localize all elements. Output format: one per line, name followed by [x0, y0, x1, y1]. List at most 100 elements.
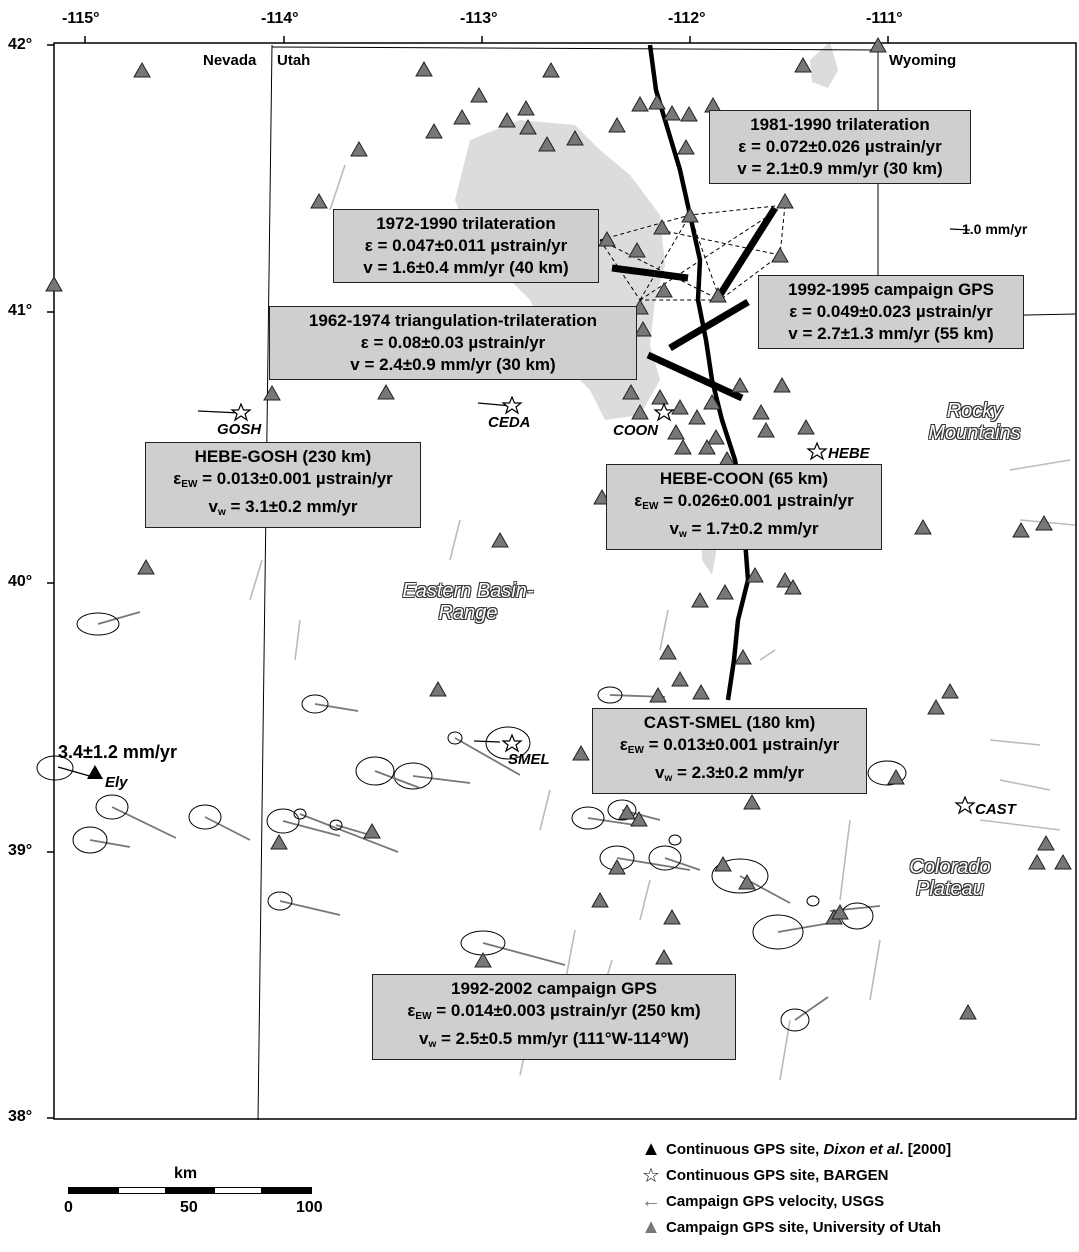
box-1981-1990-trilateration: 1981-1990 trilateration ε = 0.072±0.026 …: [709, 110, 971, 184]
site-label-cast: CAST: [975, 801, 1016, 818]
box-strain: ε = 0.072±0.026 µstrain/yr: [738, 137, 942, 156]
star-icon: ☆: [642, 1164, 660, 1187]
map-frame: [53, 42, 1077, 1120]
arrow-left-icon: ←: [641, 1189, 661, 1212]
box-1992-2002-campaign-gps: 1992-2002 campaign GPS εEW = 0.014±0.003…: [372, 974, 736, 1060]
box-velocity: v = 1.6±0.4 mm/yr (40 km): [363, 258, 569, 277]
box-strain: ε = 0.08±0.03 µstrain/yr: [360, 333, 546, 352]
lon-tick-111: -111°: [866, 10, 903, 27]
velocity-subscript: w: [664, 773, 673, 784]
box-velocity: v = 2.4±0.9 mm/yr (30 km): [350, 355, 556, 374]
velocity-value: = 3.1±0.2 mm/yr: [225, 497, 358, 516]
velocity-value: = 1.7±0.2 mm/yr: [686, 519, 819, 538]
strain-subscript: EW: [415, 1011, 432, 1022]
strain-value: = 0.013±0.001 µstrain/yr: [197, 469, 393, 488]
box-velocity: vw = 3.1±0.2 mm/yr: [152, 496, 414, 524]
velocity-subscript: w: [217, 507, 226, 518]
strain-value: = 0.014±0.003 µstrain/yr (250 km): [431, 1001, 701, 1020]
box-strain: εEW = 0.013±0.001 µstrain/yr: [152, 468, 414, 496]
box-velocity: v = 2.1±0.9 mm/yr (30 km): [737, 159, 943, 178]
reference-velocity-label: 1.0 mm/yr: [962, 221, 1028, 237]
box-hebe-gosh: HEBE-GOSH (230 km) εEW = 0.013±0.001 µst…: [145, 442, 421, 528]
lon-tick-114: -114°: [261, 10, 299, 27]
velocity-symbol: v: [669, 519, 679, 538]
box-velocity: vw = 1.7±0.2 mm/yr: [613, 518, 875, 546]
strain-symbol: ε: [634, 491, 643, 510]
bear-lake: [810, 42, 838, 88]
box-title: HEBE-COON (65 km): [659, 469, 829, 488]
strain-value: = 0.013±0.001 µstrain/yr: [643, 735, 840, 754]
scale-segment: [214, 1187, 262, 1194]
strain-value: = 0.026±0.001 µstrain/yr: [658, 491, 854, 510]
strain-arrows: [611, 206, 778, 402]
site-label-smel: SMEL: [508, 751, 550, 768]
bargen-stars: [230, 395, 976, 815]
box-1972-1990-trilateration: 1972-1990 trilateration ε = 0.047±0.011 …: [333, 209, 599, 283]
legend-row-usgs: ← Campaign GPS velocity, USGS: [636, 1188, 951, 1214]
box-velocity: v = 2.7±1.3 mm/yr (55 km): [788, 324, 994, 343]
box-1992-1995-campaign-gps: 1992-1995 campaign GPS ε = 0.049±0.023 µ…: [758, 275, 1024, 349]
wasatch-fault: [647, 44, 751, 701]
box-strain: ε = 0.049±0.023 µstrain/yr: [789, 302, 993, 321]
scale-segment: [118, 1187, 166, 1194]
box-title: HEBE-GOSH (230 km): [194, 447, 372, 466]
box-cast-smel: CAST-SMEL (180 km) εEW = 0.013±0.001 µst…: [592, 708, 867, 794]
lat-tick-41: 41°: [8, 302, 33, 319]
strain-symbol: ε: [173, 469, 182, 488]
faults: [249, 164, 1076, 1081]
box-hebe-coon: HEBE-COON (65 km) εEW = 0.026±0.001 µstr…: [606, 464, 882, 550]
tick-marks: [47, 36, 889, 1119]
state-nevada: Nevada: [203, 52, 257, 69]
box-title: 1962-1974 triangulation-trilateration: [308, 311, 598, 330]
velocity-symbol: v: [419, 1029, 429, 1048]
site-label-coon: COON: [613, 422, 658, 439]
lon-tick-113: -113°: [460, 10, 498, 27]
box-title: 1992-2002 campaign GPS: [450, 979, 657, 998]
dixon-site-ely: [87, 765, 103, 779]
box-velocity: vw = 2.3±0.2 mm/yr: [599, 762, 860, 790]
strain-symbol: ε: [619, 735, 628, 754]
usgs-velocity-arrows: [36, 611, 907, 1032]
box-title: 1992-1995 campaign GPS: [787, 280, 994, 299]
box-1962-1974-triangulation: 1962-1974 triangulation-trilateration ε …: [269, 306, 637, 380]
box-title: 1972-1990 trilateration: [376, 214, 556, 233]
velocity-symbol: v: [208, 497, 218, 516]
ely-velocity-label: 3.4±1.2 mm/yr: [58, 742, 177, 762]
velocity-value: = 2.5±0.5 mm/yr (111°W-114°W): [436, 1029, 689, 1048]
region-colorado-plateau: Colorado Plateau: [909, 856, 991, 900]
gray-triangle-icon: ▲: [641, 1215, 661, 1238]
strain-subscript: EW: [181, 479, 198, 490]
legend: ▲ Continuous GPS site, Dixon et al. [200…: [636, 1136, 951, 1240]
lon-tick-115: -115°: [62, 10, 100, 27]
velocity-subscript: w: [428, 1039, 437, 1050]
site-label-ely: Ely: [105, 774, 128, 791]
legend-label: Campaign GPS velocity, USGS: [666, 1192, 885, 1210]
site-label-hebe: HEBE: [828, 445, 870, 462]
lat-tick-38: 38°: [8, 1108, 33, 1125]
scale-unit: km: [174, 1165, 198, 1182]
scale-segment: [262, 1187, 312, 1194]
legend-label: Campaign GPS site, University of Utah: [666, 1218, 942, 1236]
box-strain: ε = 0.047±0.011 µstrain/yr: [364, 236, 568, 255]
velocity-symbol: v: [655, 763, 665, 782]
legend-row-bargen: ☆ Continuous GPS site, BARGEN: [636, 1162, 951, 1188]
box-strain: εEW = 0.026±0.001 µstrain/yr: [613, 490, 875, 518]
strain-symbol: ε: [407, 1001, 416, 1020]
scale-segment: [68, 1187, 118, 1194]
box-strain: εEW = 0.014±0.003 µstrain/yr (250 km): [379, 1000, 729, 1028]
lat-tick-39: 39°: [8, 842, 33, 859]
state-wyoming: Wyoming: [889, 52, 957, 69]
box-title: 1981-1990 trilateration: [750, 115, 930, 134]
legend-label: Continuous GPS site, Dixon et al. [2000]: [666, 1140, 952, 1158]
scale-label-100: 100: [296, 1199, 323, 1216]
strain-subscript: EW: [642, 501, 659, 512]
legend-label: Continuous GPS site, BARGEN: [666, 1166, 889, 1184]
site-label-gosh: GOSH: [217, 421, 262, 438]
box-velocity: vw = 2.5±0.5 mm/yr (111°W-114°W): [379, 1028, 729, 1056]
region-eastern-basin-range: Eastern Basin-Range: [402, 580, 534, 624]
box-title: CAST-SMEL (180 km): [643, 713, 816, 732]
lat-tick-42: 42°: [8, 36, 33, 53]
velocity-value: = 2.3±0.2 mm/yr: [672, 763, 804, 782]
campaign-sites-utah: [45, 36, 1072, 1020]
